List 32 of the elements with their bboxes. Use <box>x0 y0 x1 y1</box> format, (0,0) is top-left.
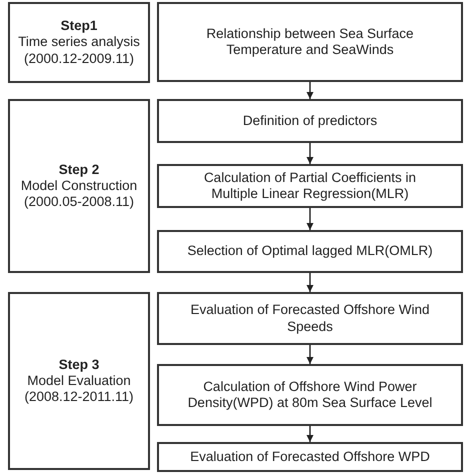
arrow <box>306 82 314 99</box>
arrow <box>306 143 314 164</box>
box-text: Evaluation of Forecasted Offshore Wind Speeds <box>189 302 431 335</box>
box-text: (2008.12-2011.11) <box>24 389 134 406</box>
box-text: Evaluation of Forecasted Offshore WPD <box>190 448 430 466</box>
process-box <box>157 230 463 273</box>
box-text: Model Construction <box>20 178 138 194</box>
arrow <box>306 208 314 230</box>
process-box <box>157 442 463 472</box>
step-box <box>8 2 150 83</box>
arrow <box>306 273 314 292</box>
process-box <box>157 292 463 345</box>
step-box <box>8 99 150 273</box>
process-box <box>157 99 463 143</box>
step-box <box>8 292 150 470</box>
arrow <box>306 426 314 442</box>
step-heading: Step1 <box>60 18 98 34</box>
arrow <box>306 345 314 364</box>
box-text: (2000.12-2009.11) <box>24 50 134 67</box>
box-text: Definition of predictors <box>242 112 378 130</box>
process-box <box>157 2 463 82</box>
box-text: Calculation of Offshore Wind Power Density(WPD) at 80m Sea Surface Level <box>186 378 434 412</box>
box-text: Time series analysis <box>18 34 140 51</box>
step-heading: Step 3 <box>58 356 100 373</box>
box-text: Calculation of Partial Coefficients in Multiple Linear Regression(MLR) <box>202 170 418 202</box>
process-box <box>157 364 463 426</box>
process-box <box>157 164 463 208</box>
box-text: Model Evaluation <box>27 372 131 390</box>
step-heading: Step 2 <box>58 162 100 178</box>
box-text: Selection of Optimal lagged MLR(OMLR) <box>187 243 433 260</box>
box-text: (2000.05-2008.11) <box>24 194 134 210</box>
box-text: Relationship between Sea Surface Temperature and SeaWinds <box>205 26 415 58</box>
